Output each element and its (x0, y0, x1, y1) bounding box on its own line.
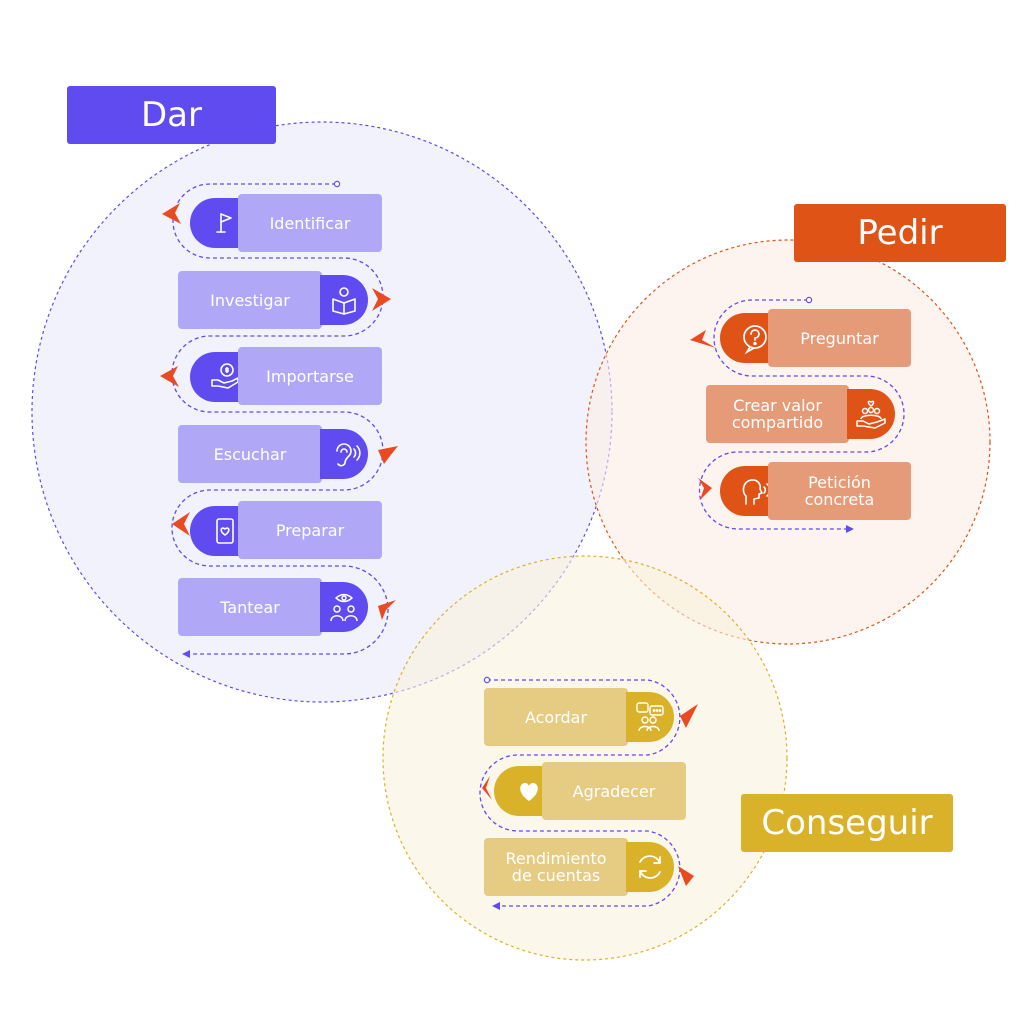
conseguir-path-arrow (492, 902, 500, 910)
speaking-head-icon (742, 479, 771, 505)
conseguir-item-acordar-icon-cap (626, 692, 674, 742)
pedir-item-label: Crear valor compartido (731, 396, 824, 432)
flag-icon (216, 213, 232, 233)
pedir-item-label: Preguntar (800, 328, 879, 348)
dar-item-label: Preparar (275, 520, 345, 540)
dar-item-escuchar-icon-cap (320, 429, 368, 479)
dar-item-investigar: Investigar (178, 271, 322, 329)
hand-people-icon (856, 400, 886, 429)
conseguir-title: Conseguir (741, 794, 953, 852)
dar-path-start (333, 180, 341, 188)
turn-mark (482, 776, 492, 800)
dar-title: Dar (67, 86, 276, 144)
conseguir-flow-path (479, 679, 681, 907)
turn-mark (690, 330, 716, 348)
pedir-path-start (805, 296, 813, 304)
chat-people-icon (636, 702, 664, 732)
people-eye-icon (330, 593, 358, 622)
dar-item-importarse: Importarse (238, 347, 382, 405)
dar-flow-path (171, 183, 389, 655)
ear-icon (336, 443, 361, 467)
dar-item-tantear-icon-cap (320, 582, 368, 632)
conseguir-item-rendimiento: Rendimiento de cuentas (484, 838, 628, 896)
pedir-path-arrow (846, 525, 854, 533)
money-hand-icon (211, 363, 239, 389)
dar-item-label: Investigar (210, 290, 290, 310)
refresh-icon (639, 855, 661, 879)
dar-path-arrow (182, 650, 190, 658)
conseguir-circle (382, 555, 788, 961)
dar-item-tantear: Tantear (178, 578, 322, 636)
pedir-item-label: Petición concreta (804, 473, 875, 509)
turn-mark (698, 478, 712, 500)
pedir-item-crear-valor-icon-cap (847, 389, 895, 439)
dar-item-investigar-icon-cap (320, 275, 368, 325)
dar-item-label: Tantear (220, 597, 280, 617)
dar-item-preparar: Preparar (238, 501, 382, 559)
heart-icon (520, 783, 538, 801)
pedir-item-crear-valor: Crear valor compartido (706, 385, 849, 443)
turn-marks (160, 203, 716, 886)
dar-item-label: Escuchar (213, 444, 287, 464)
pedir-item-peticion: Petición concreta (768, 462, 911, 520)
turn-mark (372, 288, 391, 311)
turn-mark (680, 704, 698, 728)
pedir-title: Pedir (794, 204, 1006, 262)
conseguir-item-acordar: Acordar (484, 688, 628, 746)
conseguir-item-label: Acordar (524, 707, 588, 727)
conseguir-item-label: Rendimiento de cuentas (505, 849, 607, 885)
turn-mark (162, 203, 181, 224)
pedir-item-preguntar: Preguntar (768, 309, 911, 367)
conseguir-item-label: Agradecer (572, 781, 656, 801)
dar-item-label: Identificar (269, 213, 351, 233)
pedir-flow-path (698, 299, 905, 530)
turn-mark (160, 366, 179, 387)
turn-mark (378, 446, 398, 464)
reading-person-icon (332, 287, 356, 315)
dar-item-label: Importarse (266, 366, 354, 386)
conseguir-item-agradecer: Agradecer (542, 762, 686, 820)
turn-mark (378, 600, 396, 620)
dar-item-identificar: Identificar (238, 194, 382, 252)
conseguir-item-rendimiento-icon-cap (626, 842, 674, 892)
turn-mark (678, 866, 694, 886)
turn-mark (172, 512, 190, 536)
question-bubble-icon (743, 325, 767, 355)
scroll-heart-icon (216, 518, 234, 544)
dar-item-escuchar: Escuchar (178, 425, 322, 483)
conseguir-path-start (483, 676, 491, 684)
